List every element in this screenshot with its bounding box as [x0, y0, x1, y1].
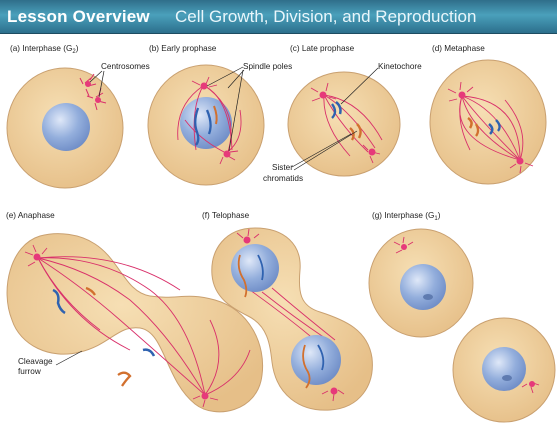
panel-d-label: (d) Metaphase — [432, 44, 485, 53]
nucleus-f-bottom — [291, 335, 341, 385]
kinetochore-callout: Kinetochore — [378, 62, 422, 71]
cell-g-upper — [369, 229, 473, 337]
spindle-poles-callout: Spindle poles — [243, 62, 292, 71]
panel-b-label: (b) Early prophase — [149, 44, 217, 53]
nucleus-g-upper — [400, 264, 446, 310]
cell-d-metaphase — [430, 60, 546, 184]
panel-e-label: (e) Anaphase — [6, 211, 55, 220]
panel-a-label: (a) Interphase (G2) — [10, 44, 79, 55]
panel-c-label: (c) Late prophase — [290, 44, 355, 53]
nucleus-a — [42, 103, 90, 151]
cell-b-early-prophase — [148, 65, 264, 185]
cleavage-furrow-callout-line2: furrow — [18, 367, 41, 376]
centrosomes-callout: Centrosomes — [101, 62, 150, 71]
cell-a-interphase — [7, 68, 123, 188]
cell-c-late-prophase — [288, 72, 400, 176]
panel-g-label: (g) Interphase (G1) — [372, 211, 441, 222]
sister-chromatids-callout-line1: Sister — [272, 163, 293, 172]
nucleus-g-lower — [482, 347, 526, 391]
cleavage-furrow-callout-line1: Cleavage — [18, 357, 53, 366]
panel-f-label: (f) Telophase — [202, 211, 250, 220]
sister-chromatids-callout-line2: chromatids — [263, 174, 303, 183]
cell-g-lower — [453, 318, 555, 422]
